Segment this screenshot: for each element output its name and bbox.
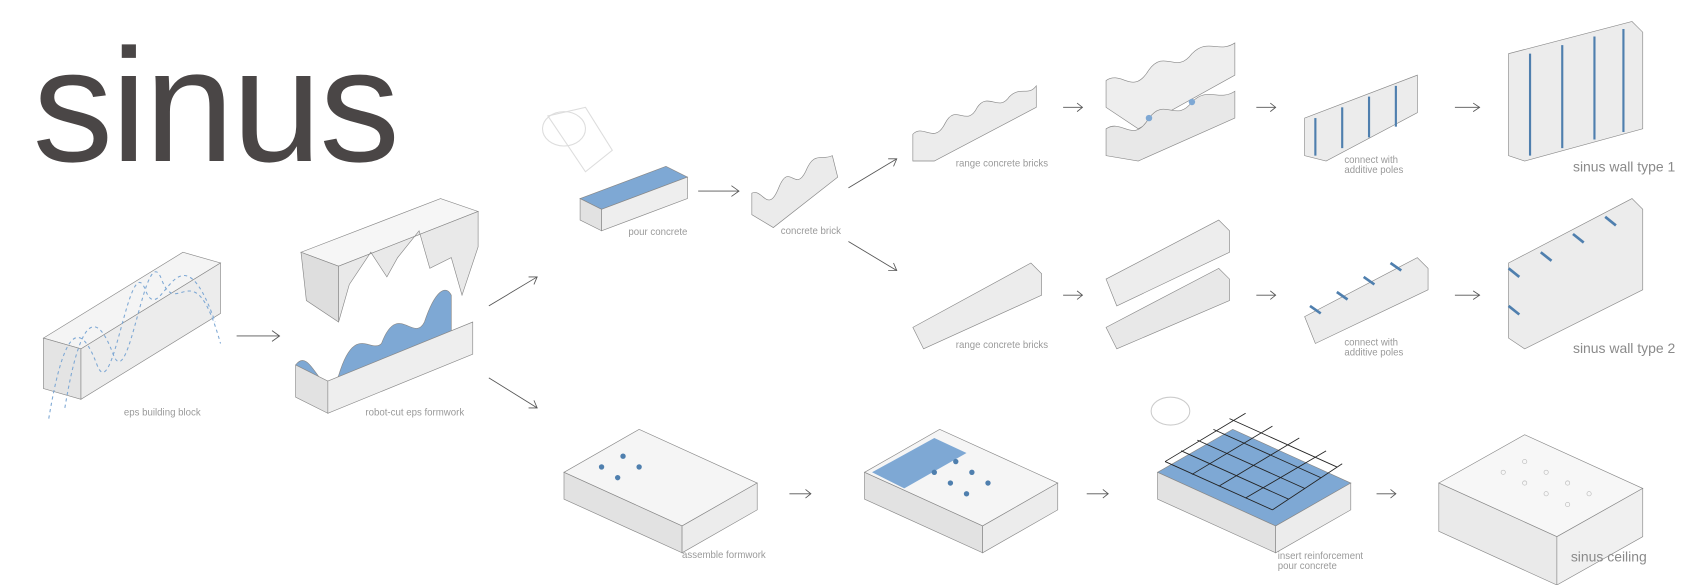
label-wall-type-2: sinus wall type 2 [1573, 340, 1676, 356]
label-range-bricks-2: range concrete bricks [956, 340, 1048, 351]
label-robot-cut-formwork: robot-cut eps formwork [365, 407, 464, 418]
pour-concrete-illustration [541, 106, 689, 232]
assemble-formwork-box [563, 428, 758, 554]
label-range-bricks-1: range concrete bricks [956, 158, 1048, 169]
robot-cut-formwork [295, 198, 480, 414]
sinus-wall-type-1 [1508, 21, 1644, 162]
label-insert-line1: insert reinforcement [1278, 551, 1364, 562]
label-connect-1-line1: connect with [1344, 155, 1398, 166]
sinus-wall-type-2 [1507, 198, 1644, 350]
sinus-ceiling [1438, 434, 1644, 585]
range-bricks-top [912, 84, 1037, 162]
label-pour-concrete: pour concrete [628, 227, 687, 238]
concrete-brick [751, 155, 839, 228]
label-sinus-ceiling: sinus ceiling [1571, 548, 1647, 564]
label-concrete-brick: concrete brick [781, 226, 841, 237]
label-connect-2-line1: connect with [1344, 338, 1398, 349]
connected-wall-top [1304, 74, 1418, 162]
label-connect-1-line2: additive poles [1344, 165, 1403, 176]
formwork-with-blue-eps [863, 428, 1059, 554]
label-assemble-formwork: assemble formwork [682, 550, 766, 561]
label-eps-building-block: eps building block [124, 407, 201, 418]
stacked-bricks-middle [1105, 219, 1230, 350]
stacked-bricks-top [1105, 42, 1236, 162]
label-insert-line2: pour concrete [1278, 561, 1337, 572]
page-title: sinus [33, 16, 398, 196]
connected-wall-middle [1304, 257, 1429, 344]
label-connect-2-line2: additive poles [1344, 347, 1403, 358]
eps-building-block [42, 251, 222, 419]
reinforcement-box [1150, 396, 1352, 554]
range-bricks-middle [912, 262, 1042, 350]
label-wall-type-1: sinus wall type 1 [1573, 159, 1676, 175]
